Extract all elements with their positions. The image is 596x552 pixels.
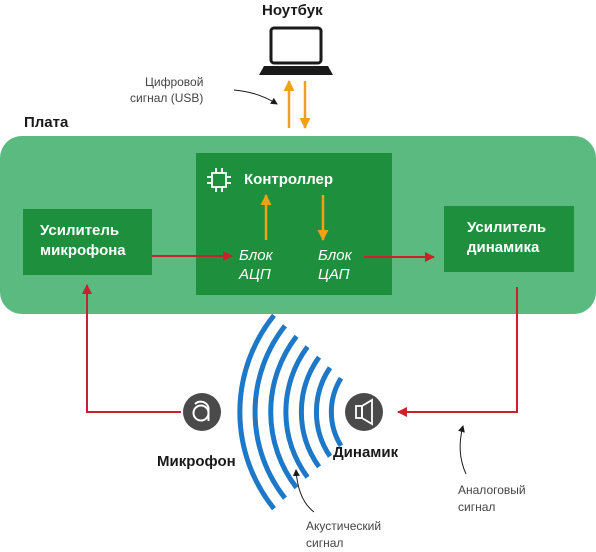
acoustic-signal-pointer	[292, 469, 315, 513]
microphone-icon	[183, 393, 221, 431]
speaker-label: Динамик	[333, 444, 399, 461]
sound-waves-icon	[237, 313, 344, 511]
analog-signal-pointer	[458, 425, 467, 475]
spk-amp-label-line1: Усилитель	[467, 219, 547, 236]
speaker-icon	[345, 393, 383, 431]
adc-label-line1: Блок	[239, 247, 273, 264]
board-label: Плата	[24, 114, 69, 131]
dac-label-line2: ЦАП	[318, 266, 350, 283]
mic-amp-label-line1: Усилитель	[40, 222, 120, 239]
mic-amp-module	[23, 209, 152, 275]
acoustic-signal-label-line2: сигнал	[306, 536, 344, 550]
analog-signal-label-line1: Аналоговый	[458, 483, 526, 497]
digital-signal-label-line1: Цифровой	[145, 75, 204, 89]
laptop-label: Ноутбук	[262, 2, 323, 19]
mic-amp-label-line2: микрофона	[40, 242, 126, 259]
laptop-icon	[259, 26, 333, 75]
chip-icon	[207, 168, 231, 192]
controller-label: Контроллер	[244, 171, 334, 188]
adc-label-line2: АЦП	[239, 266, 271, 283]
digital-signal-pointer	[233, 89, 278, 105]
microphone-label: Микрофон	[157, 453, 236, 470]
spkamp-to-speaker-arrow	[397, 287, 518, 417]
digital-signal-label-line2: сигнал (USB)	[130, 91, 204, 105]
mic-to-micamp-arrow	[82, 284, 181, 413]
analog-signal-label-line2: сигнал	[458, 500, 496, 514]
acoustic-signal-label-line1: Акустический	[306, 519, 382, 533]
spk-amp-module	[444, 206, 574, 272]
spk-amp-label-line2: динамика	[467, 239, 540, 256]
dac-label-line1: Блок	[318, 247, 352, 264]
